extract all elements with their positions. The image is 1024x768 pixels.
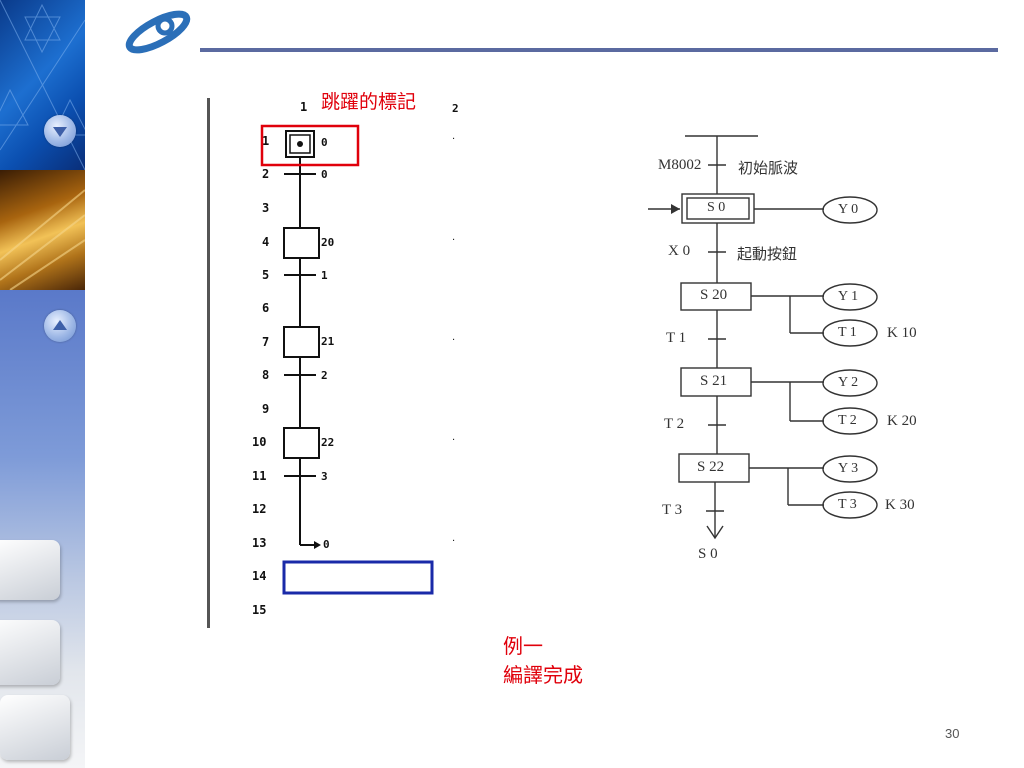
caption: 例一 編譯完成: [503, 632, 583, 690]
pen-pattern-icon: [0, 189, 86, 291]
column-2-dot: ·: [452, 134, 456, 145]
page-number: 30: [945, 726, 960, 741]
step-label: S 20: [700, 287, 728, 303]
transition-label: T 1: [666, 330, 687, 346]
column-2-dot: ·: [452, 235, 456, 246]
row-number: 10: [252, 435, 267, 449]
row-number: 2: [262, 167, 270, 181]
initial-output-label: Y 0: [838, 202, 859, 217]
decorative-strip-bottom: [0, 290, 85, 768]
keyboard-key: [0, 620, 60, 685]
panel-border: [207, 98, 210, 628]
output-label: Y 1: [838, 289, 859, 304]
constant-label: K 20: [887, 413, 917, 429]
step-tag: 20: [321, 236, 335, 249]
row-number: 4: [262, 235, 270, 249]
constant-label: K 30: [885, 497, 915, 513]
sfc-diagram: M8002 初始脈波 S 0 Y 0 X 0 起動按鈕 S 20 Y 1 T 1…: [640, 128, 940, 568]
initial-pulse-device: M8002: [658, 157, 702, 173]
row-number: 1: [262, 134, 270, 148]
timer-label: T 1: [838, 325, 857, 340]
keyboard-key: [0, 540, 60, 600]
return-step-label: S 0: [698, 546, 718, 562]
timer-label: T 3: [838, 497, 857, 512]
step-tag: 21: [321, 335, 335, 348]
step-ladder-panel: 1 2 跳躍的標記 1 2 3 4 5 6 7 8 9 10 11 12 13 …: [200, 90, 480, 635]
output-label: Y 3: [838, 461, 859, 476]
constant-label: K 10: [887, 325, 917, 341]
start-transition-label: X 0: [668, 243, 691, 259]
row-number: 15: [252, 603, 267, 617]
initial-step-label: S 0: [707, 200, 726, 215]
column-header-2: 2: [452, 102, 459, 115]
timer-label: T 2: [838, 413, 857, 428]
step-tag: 22: [321, 436, 335, 449]
row-number: 11: [252, 469, 267, 483]
column-2-dot: ·: [452, 435, 456, 446]
column-2-dot: ·: [452, 335, 456, 346]
transition-label: T 3: [662, 502, 683, 518]
logo-icon: [120, 6, 195, 54]
transition-tag: 1: [321, 269, 328, 282]
initial-pulse-desc: 初始脈波: [738, 161, 799, 177]
title-rule: [200, 48, 998, 52]
start-transition-desc: 起動按鈕: [737, 247, 798, 263]
caption-line-2: 編譯完成: [503, 663, 583, 687]
transition-tag: 3: [321, 470, 328, 483]
keyboard-key: [0, 695, 70, 760]
row-number: 7: [262, 335, 270, 349]
row-number: 12: [252, 502, 267, 516]
row-number: 8: [262, 368, 270, 382]
sfc-graphic: [648, 135, 878, 540]
row-number: 5: [262, 268, 270, 282]
caption-line-1: 例一: [503, 634, 543, 658]
column-2-dot: ·: [452, 536, 456, 547]
decorative-strip-top: [0, 0, 89, 171]
row-number: 3: [262, 201, 270, 215]
step-tag: 0: [321, 136, 328, 149]
step-ladder-graphic: [260, 124, 434, 595]
column-header-1: 1: [300, 100, 308, 114]
output-label: Y 2: [838, 375, 859, 390]
scroll-down-icon[interactable]: [44, 115, 76, 147]
decorative-strip-middle: [0, 170, 86, 291]
transition-tag: 0: [321, 168, 328, 181]
jump-mark-label: 跳躍的標記: [321, 91, 417, 113]
scroll-up-icon[interactable]: [44, 310, 76, 342]
step-label: S 22: [697, 459, 725, 475]
row-number: 14: [252, 569, 267, 583]
transition-label: T 2: [664, 416, 685, 432]
transition-tag: 2: [321, 369, 328, 382]
jump-target-tag: 0: [323, 538, 330, 551]
row-number: 6: [262, 301, 270, 315]
step-label: S 21: [700, 373, 728, 389]
row-number: 9: [262, 402, 270, 416]
row-number: 13: [252, 536, 267, 550]
